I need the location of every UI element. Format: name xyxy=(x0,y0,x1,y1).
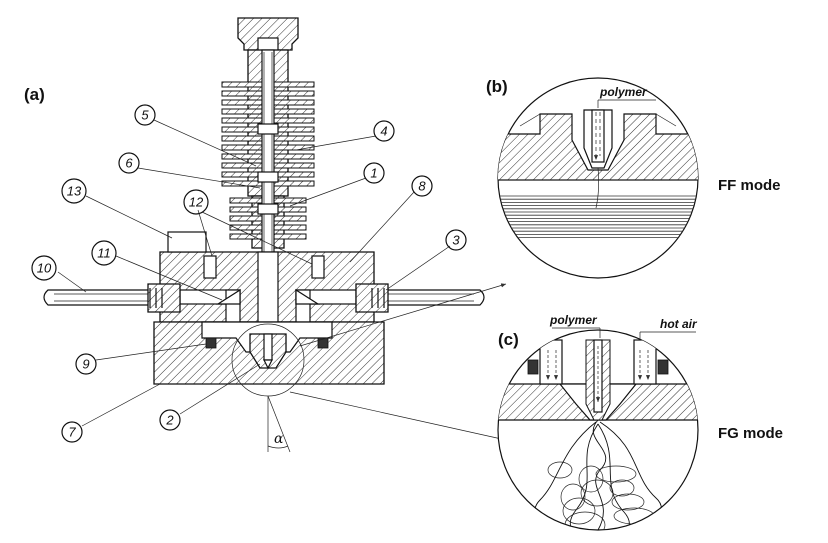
svg-text:6: 6 xyxy=(125,156,133,171)
svg-text:2: 2 xyxy=(165,413,174,428)
part-label-12: 12 xyxy=(183,189,209,215)
leader-lines xyxy=(57,119,451,427)
top-cap xyxy=(237,17,299,51)
svg-text:11: 11 xyxy=(97,246,111,261)
part-label-6: 6 xyxy=(118,152,140,174)
svg-text:1: 1 xyxy=(370,166,377,181)
hot-air-label: hot air xyxy=(660,317,698,331)
part-label-5: 5 xyxy=(134,104,156,126)
part-label-11: 11 xyxy=(91,240,117,266)
part-label-8: 8 xyxy=(411,175,433,197)
svg-text:7: 7 xyxy=(68,425,76,440)
screw-left xyxy=(203,255,217,279)
polymer-label-b: polymer xyxy=(599,85,648,99)
panel-c-detail xyxy=(497,327,699,531)
svg-text:8: 8 xyxy=(418,179,426,194)
top-mount xyxy=(167,231,207,253)
part-label-7: 7 xyxy=(61,421,83,443)
part-label-13: 13 xyxy=(61,178,87,204)
o-ring-right xyxy=(317,337,329,349)
part-label-3: 3 xyxy=(445,229,467,251)
part-labels: 5 6 4 1 8 13 12 3 11 10 9 2 7 xyxy=(31,104,467,443)
part-label-2: 2 xyxy=(159,409,181,431)
fiber-plume xyxy=(534,419,662,530)
svg-text:4: 4 xyxy=(380,124,387,139)
part-label-9: 9 xyxy=(75,353,97,375)
panel-b-label: (b) xyxy=(486,77,508,96)
alpha-label: α xyxy=(274,431,284,447)
part-label-10: 10 xyxy=(31,255,57,281)
svg-text:12: 12 xyxy=(189,195,204,210)
o-ring-c-right xyxy=(657,359,669,375)
o-ring-c-left xyxy=(527,359,539,375)
ff-mode-label: FF mode xyxy=(718,177,781,194)
svg-text:10: 10 xyxy=(37,261,52,276)
panel-c-label: (c) xyxy=(498,330,519,349)
polymer-label-c: polymer xyxy=(549,313,598,327)
svg-text:3: 3 xyxy=(452,233,460,248)
part-label-4: 4 xyxy=(373,120,395,142)
svg-text:5: 5 xyxy=(141,108,149,123)
panel-b-detail xyxy=(497,77,699,279)
hot-air-arrows xyxy=(545,346,651,402)
part-label-1: 1 xyxy=(363,162,385,184)
svg-text:13: 13 xyxy=(67,184,82,199)
panel-a-label: (a) xyxy=(24,85,45,104)
fg-mode-label: FG mode xyxy=(718,425,783,442)
screw-right xyxy=(311,255,325,279)
panel-a-assembly xyxy=(43,17,507,453)
left-hose xyxy=(43,283,181,313)
right-hose xyxy=(355,283,485,313)
o-ring-left xyxy=(205,337,217,349)
svg-text:9: 9 xyxy=(82,357,89,372)
